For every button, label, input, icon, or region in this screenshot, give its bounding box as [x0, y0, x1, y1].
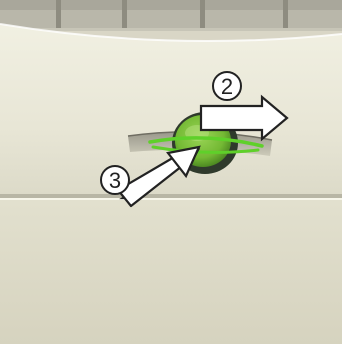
step-3-number: 3 — [109, 168, 121, 193]
push-in-arrow — [116, 145, 201, 208]
step-2-callout: 2 — [212, 71, 242, 101]
top-grille — [0, 0, 342, 31]
green-ring-marker — [148, 136, 264, 154]
panel-seam — [0, 194, 342, 200]
step-3-callout: 3 — [100, 165, 130, 195]
slide-right-arrow — [199, 94, 289, 142]
lower-panel — [0, 200, 342, 344]
step-2-number: 2 — [221, 74, 233, 99]
